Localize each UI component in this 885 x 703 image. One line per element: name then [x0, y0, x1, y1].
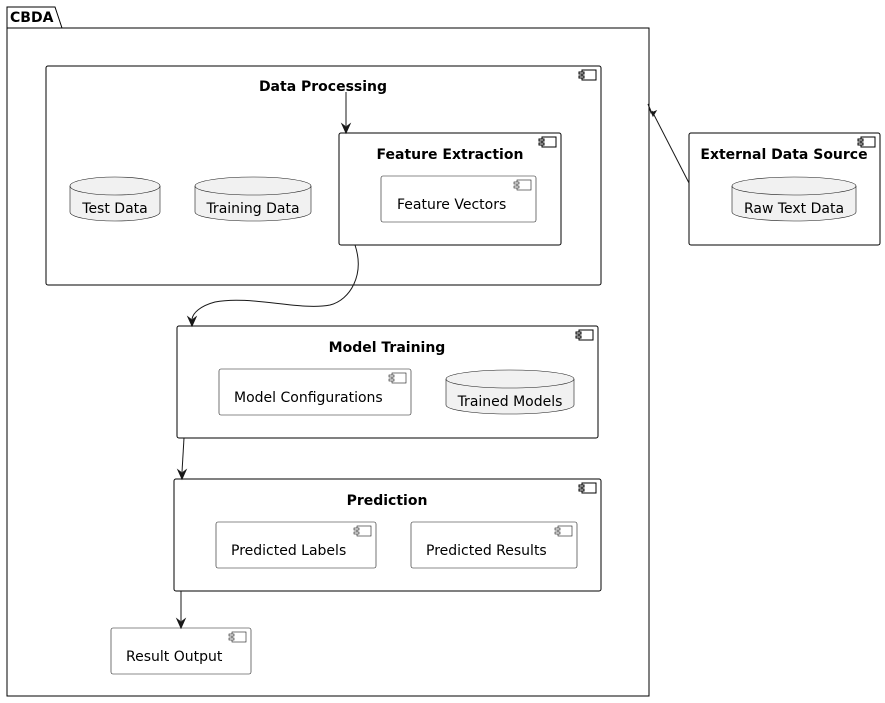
component-model-configurations: Model Configurations [218, 368, 412, 416]
component-icon [228, 631, 247, 643]
database-raw-text-data: Raw Text Data [731, 176, 857, 222]
arrow-feature-extraction-to-model-training [186, 244, 359, 328]
trained-models-label: Trained Models [457, 394, 563, 410]
component-icon [513, 179, 532, 191]
component-icon [578, 482, 597, 494]
model-configurations-label: Model Configurations [234, 390, 383, 406]
component-icon [575, 329, 594, 341]
database-trained-models: Trained Models [445, 369, 575, 415]
test-data-label: Test Data [81, 201, 147, 217]
arrow-data-processing-to-feature-extraction [340, 92, 352, 135]
component-icon [538, 136, 557, 148]
raw-text-data-label: Raw Text Data [744, 201, 844, 217]
component-predicted-results: Predicted Results [410, 521, 578, 569]
component-predicted-labels: Predicted Labels [215, 521, 377, 569]
component-icon [353, 525, 372, 537]
prediction-title: Prediction [347, 493, 428, 509]
component-result-output: Result Output [110, 627, 252, 675]
arrow-model-training-to-prediction [176, 437, 188, 481]
database-training-data: Training Data [194, 176, 312, 222]
component-icon [857, 136, 876, 148]
result-output-label: Result Output [126, 649, 223, 665]
data-processing-title: Data Processing [259, 79, 387, 95]
model-training-title: Model Training [329, 340, 446, 356]
arrow-prediction-to-result-output [175, 591, 187, 630]
predicted-labels-label: Predicted Labels [231, 543, 346, 559]
predicted-results-label: Predicted Results [426, 543, 547, 559]
component-icon [388, 372, 407, 384]
database-test-data: Test Data [69, 176, 161, 222]
component-feature-vectors: Feature Vectors [380, 175, 537, 223]
feature-extraction-title: Feature Extraction [377, 147, 524, 163]
package-title: CBDA [10, 10, 54, 26]
feature-vectors-label: Feature Vectors [397, 197, 506, 213]
component-icon [578, 69, 597, 81]
arrow-external-source-to-cbda [647, 103, 690, 184]
training-data-label: Training Data [205, 201, 299, 217]
external-data-source-title: External Data Source [700, 147, 867, 163]
component-icon [554, 525, 573, 537]
